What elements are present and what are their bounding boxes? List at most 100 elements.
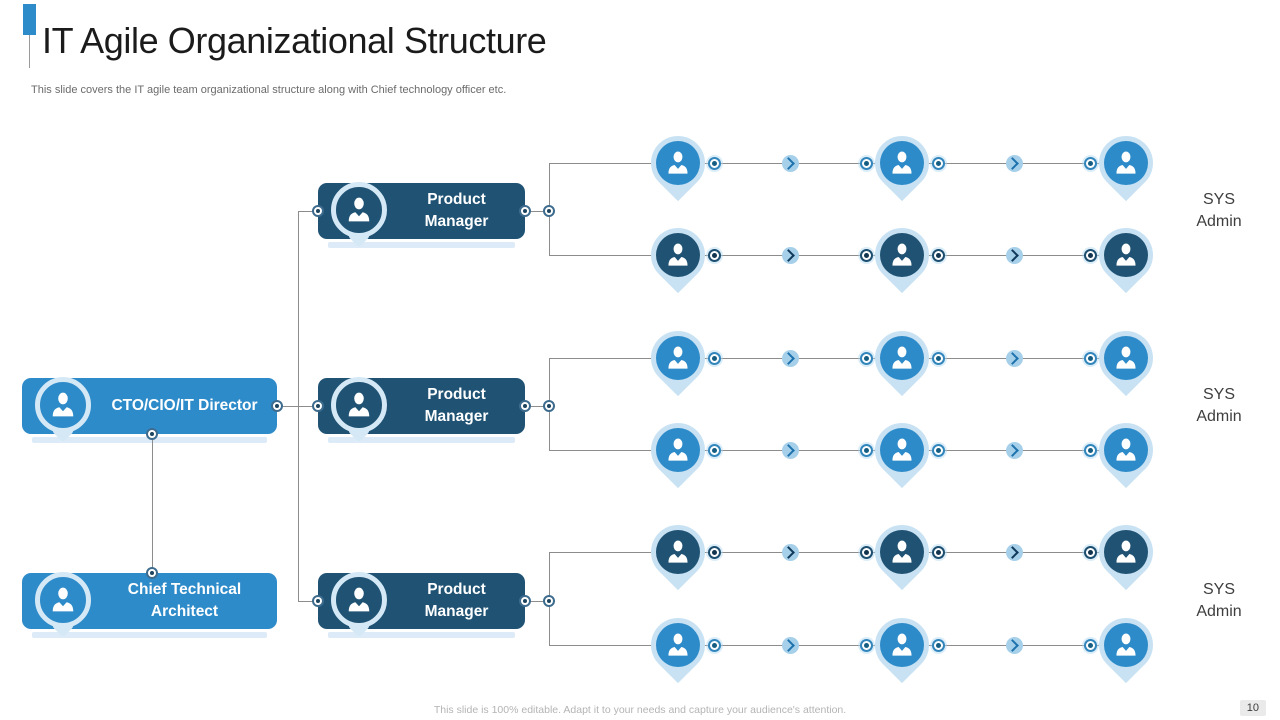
connector-ring-icon xyxy=(707,156,721,170)
connector-node-icon xyxy=(146,428,158,440)
group-label: SYS Admin xyxy=(1196,386,1242,425)
connector-line xyxy=(549,645,1126,646)
connector-ring-icon xyxy=(1083,156,1097,170)
org-box-cto: CTO/CIO/IT Director xyxy=(22,377,277,434)
box-shadow xyxy=(328,242,515,248)
connector-node-icon xyxy=(543,400,555,412)
connector-ring-icon xyxy=(859,443,873,457)
person-pin-icon xyxy=(863,411,941,489)
connector-node-icon xyxy=(519,595,531,607)
chevron-right-icon xyxy=(781,636,799,654)
person-badge-icon xyxy=(331,572,387,628)
connector-line xyxy=(152,434,153,573)
connector-ring-icon xyxy=(931,545,945,559)
person-pin-icon xyxy=(1087,124,1165,202)
connector-line xyxy=(549,358,1126,359)
connector-ring-icon xyxy=(859,248,873,262)
connector-ring-icon xyxy=(707,248,721,262)
person-pin-icon xyxy=(639,124,717,202)
box-shadow xyxy=(32,632,267,638)
title-accent-bar xyxy=(23,4,36,35)
page-subtitle: This slide covers the IT agile team orga… xyxy=(31,84,507,96)
connector-node-icon xyxy=(312,595,324,607)
connector-node-icon xyxy=(146,567,158,579)
person-pin-icon xyxy=(1087,411,1165,489)
person-pin-icon xyxy=(639,319,717,397)
connector-ring-icon xyxy=(859,156,873,170)
group-label: SYS Admin xyxy=(1196,581,1242,620)
chevron-right-icon xyxy=(781,543,799,561)
connector-ring-icon xyxy=(931,443,945,457)
box-shadow xyxy=(328,632,515,638)
person-pin-icon xyxy=(639,606,717,684)
person-pin-icon xyxy=(863,216,941,294)
connector-ring-icon xyxy=(859,351,873,365)
connector-ring-icon xyxy=(1083,248,1097,262)
connector-ring-icon xyxy=(707,351,721,365)
person-badge-icon xyxy=(35,572,91,628)
connector-line xyxy=(525,211,549,212)
box-shadow xyxy=(328,437,515,443)
org-box-architect: Chief Technical Architect xyxy=(22,572,277,629)
group-label: SYS Admin xyxy=(1196,191,1242,230)
person-pin-icon xyxy=(863,606,941,684)
org-box-cto-label: CTO/CIO/IT Director xyxy=(111,397,258,414)
connector-line xyxy=(298,601,318,602)
chevron-right-icon xyxy=(1005,246,1023,264)
connector-node-icon xyxy=(543,205,555,217)
org-box-product-manager-3-label: Product Manager xyxy=(424,581,489,620)
footer-note: This slide is 100% editable. Adapt it to… xyxy=(433,704,847,716)
person-pin-icon xyxy=(639,216,717,294)
org-box-product-manager-1: Product Manager xyxy=(318,182,525,239)
connector-ring-icon xyxy=(707,638,721,652)
connector-ring-icon xyxy=(707,545,721,559)
person-pin-icon xyxy=(863,319,941,397)
chevron-right-icon xyxy=(781,246,799,264)
connector-ring-icon xyxy=(1083,443,1097,457)
org-box-product-manager-1-label: Product Manager xyxy=(424,191,489,230)
connector-node-icon xyxy=(543,595,555,607)
connector-node-icon xyxy=(312,400,324,412)
person-pin-icon xyxy=(1087,606,1165,684)
box-shadow xyxy=(32,437,267,443)
chevron-right-icon xyxy=(1005,441,1023,459)
page-number-badge: 10 xyxy=(1239,700,1266,716)
connector-line xyxy=(525,406,549,407)
page-title: IT Agile Organizational Structure xyxy=(42,20,547,61)
chevron-right-icon xyxy=(1005,543,1023,561)
org-box-architect-label: Chief Technical Architect xyxy=(127,581,242,620)
connector-line xyxy=(525,601,549,602)
person-badge-icon xyxy=(331,377,387,433)
org-box-product-manager-2-label: Product Manager xyxy=(424,386,489,425)
chevron-right-icon xyxy=(781,349,799,367)
connector-ring-icon xyxy=(931,638,945,652)
chevron-right-icon xyxy=(781,441,799,459)
person-pin-icon xyxy=(639,411,717,489)
chevron-right-icon xyxy=(1005,636,1023,654)
connector-line xyxy=(549,163,1126,164)
connector-ring-icon xyxy=(707,443,721,457)
title-accent-line xyxy=(29,35,30,68)
connector-ring-icon xyxy=(859,638,873,652)
connector-node-icon xyxy=(519,400,531,412)
connector-line xyxy=(298,211,318,212)
person-badge-icon xyxy=(331,182,387,238)
connector-node-icon xyxy=(519,205,531,217)
connector-ring-icon xyxy=(1083,545,1097,559)
person-badge-icon xyxy=(35,377,91,433)
person-pin-icon xyxy=(1087,216,1165,294)
connector-ring-icon xyxy=(931,248,945,262)
connector-ring-icon xyxy=(1083,351,1097,365)
connector-ring-icon xyxy=(1083,638,1097,652)
chevron-right-icon xyxy=(781,154,799,172)
person-pin-icon xyxy=(863,513,941,591)
person-pin-icon xyxy=(863,124,941,202)
chevron-right-icon xyxy=(1005,154,1023,172)
connector-ring-icon xyxy=(859,545,873,559)
connector-node-icon xyxy=(271,400,283,412)
person-pin-icon xyxy=(639,513,717,591)
connector-line xyxy=(549,450,1126,451)
org-box-product-manager-2: Product Manager xyxy=(318,377,525,434)
org-box-product-manager-3: Product Manager xyxy=(318,572,525,629)
